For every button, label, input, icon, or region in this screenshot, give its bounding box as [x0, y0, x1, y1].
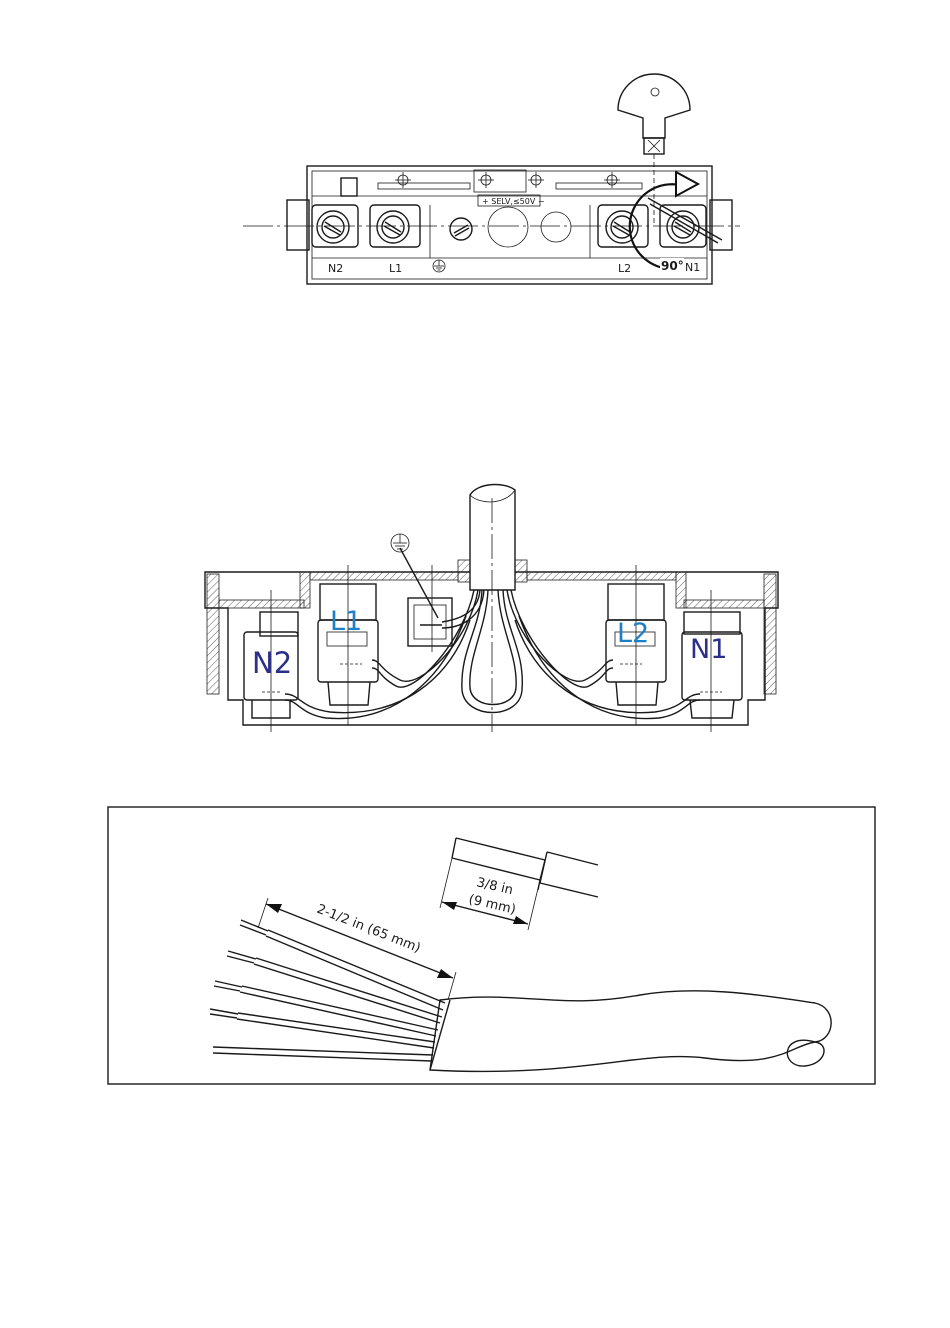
crosshair-marks — [395, 172, 620, 188]
terminal-body-n2: N2 — [244, 590, 298, 732]
section-label-n1: N1 — [690, 634, 727, 665]
section-label-l1: L1 — [330, 606, 362, 637]
terminal-block-top-view: + SELV,≤50V − — [243, 74, 740, 284]
terminal-body-n1: N1 — [682, 590, 742, 732]
label-n2: N2 — [328, 262, 343, 275]
section-label-l2: L2 — [617, 618, 649, 649]
outer-strip-dimension — [258, 898, 456, 1000]
rotation-arrow-icon — [630, 172, 722, 268]
cable-entry — [470, 485, 515, 732]
rotation-label: 90° — [661, 259, 684, 273]
selv-label: + SELV,≤50V − — [482, 197, 545, 206]
conductor-detail — [440, 838, 598, 930]
earth-symbol-icon — [391, 534, 409, 552]
earth-symbol-icon — [433, 260, 445, 272]
terminal-body-l2: L2 — [606, 565, 666, 725]
cable-strip-panel: 2-1/2 in (65 mm) 3/8 in (9 mm) — [108, 807, 875, 1084]
label-l1: L1 — [389, 262, 402, 275]
earth-terminal — [400, 548, 452, 652]
label-n1: N1 — [685, 261, 700, 274]
terminal-body-l1: L1 — [318, 565, 378, 725]
key-tool-icon — [618, 74, 690, 226]
label-l2: L2 — [618, 262, 631, 275]
cable-jacket — [430, 991, 831, 1072]
earth-screw — [450, 218, 472, 240]
terminal-block-section-view: N2 L1 L2 N1 — [205, 485, 778, 732]
section-label-n2: N2 — [252, 646, 292, 680]
cable-entry-hole — [488, 207, 528, 247]
